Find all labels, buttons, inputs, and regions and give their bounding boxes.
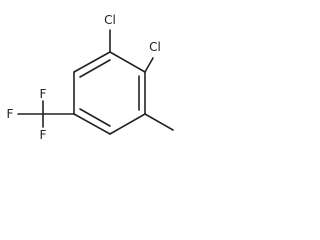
fluorine-label-left: F — [7, 107, 14, 121]
ring-bond-4 — [73, 113, 111, 135]
structure-diagram: Cl Cl F F F — [7, 13, 174, 142]
benzene-ring — [73, 51, 146, 135]
double-bond-inner-1 — [79, 59, 111, 78]
bond-to-cl-right — [144, 57, 154, 73]
ring-bond-6 — [73, 51, 111, 73]
ring-bond-3 — [109, 113, 146, 135]
chlorine-label-top: Cl — [104, 13, 116, 27]
chlorine-label-right: Cl — [149, 40, 161, 54]
double-bond-inner-3 — [79, 108, 111, 127]
bond-to-methyl — [144, 113, 174, 131]
fluorine-label-bottom: F — [40, 128, 47, 142]
ring-bond-1 — [109, 51, 146, 73]
fluorine-label-top: F — [40, 87, 47, 101]
